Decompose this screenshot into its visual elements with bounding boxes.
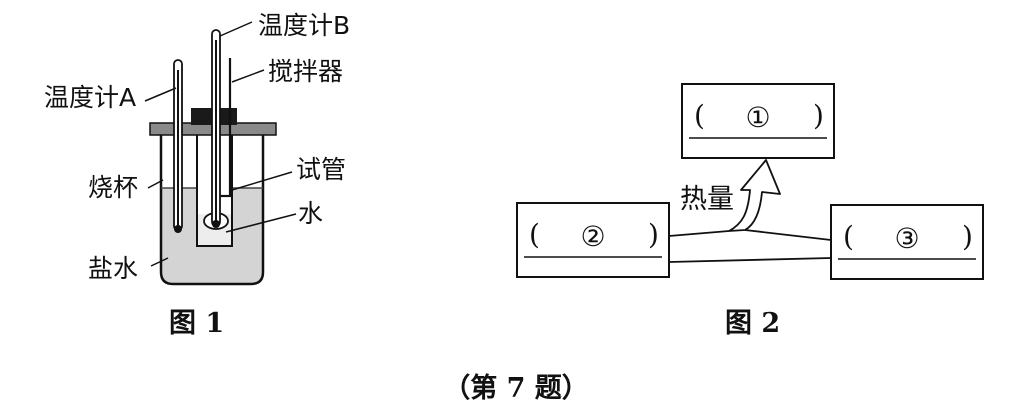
box-2-mark: ② <box>580 220 605 253</box>
heat-arrow <box>728 159 781 232</box>
figure2-caption: 图 2 <box>725 308 780 339</box>
box-1 <box>681 83 835 159</box>
figure1-caption: 图 1 <box>169 308 224 339</box>
box-1-mark: ① <box>745 101 770 134</box>
figure1-apparatus <box>144 21 297 286</box>
figure2-diagram <box>516 83 984 280</box>
label-stirrer: 搅拌器 <box>268 57 343 86</box>
label-water: 水 <box>298 199 323 228</box>
box-1-open-paren: ( <box>694 99 705 132</box>
box-1-close-paren: ) <box>813 99 824 132</box>
heat-flow-lines <box>668 229 832 263</box>
thermometer-a <box>173 59 183 233</box>
label-heat: 热量 <box>680 184 734 215</box>
box-3 <box>830 204 984 280</box>
box-2 <box>516 202 670 278</box>
label-salt-water: 盐水 <box>88 254 138 283</box>
thermometer-b <box>211 29 221 228</box>
question-caption: （第 7 题） <box>443 372 589 404</box>
label-beaker: 烧杯 <box>88 173 138 202</box>
box-2-open-paren: ( <box>529 218 540 251</box>
beaker <box>159 135 265 286</box>
label-test-tube: 试管 <box>296 155 346 184</box>
leader-lines <box>144 21 297 267</box>
box-3-close-paren: ) <box>962 220 973 253</box>
box-3-mark: ③ <box>894 222 919 255</box>
label-thermometer-b: 温度计B <box>258 11 350 40</box>
box-2-close-paren: ) <box>648 218 659 251</box>
box-3-open-paren: ( <box>843 220 854 253</box>
label-thermometer-a: 温度计A <box>44 83 136 112</box>
stirrer <box>220 58 232 198</box>
